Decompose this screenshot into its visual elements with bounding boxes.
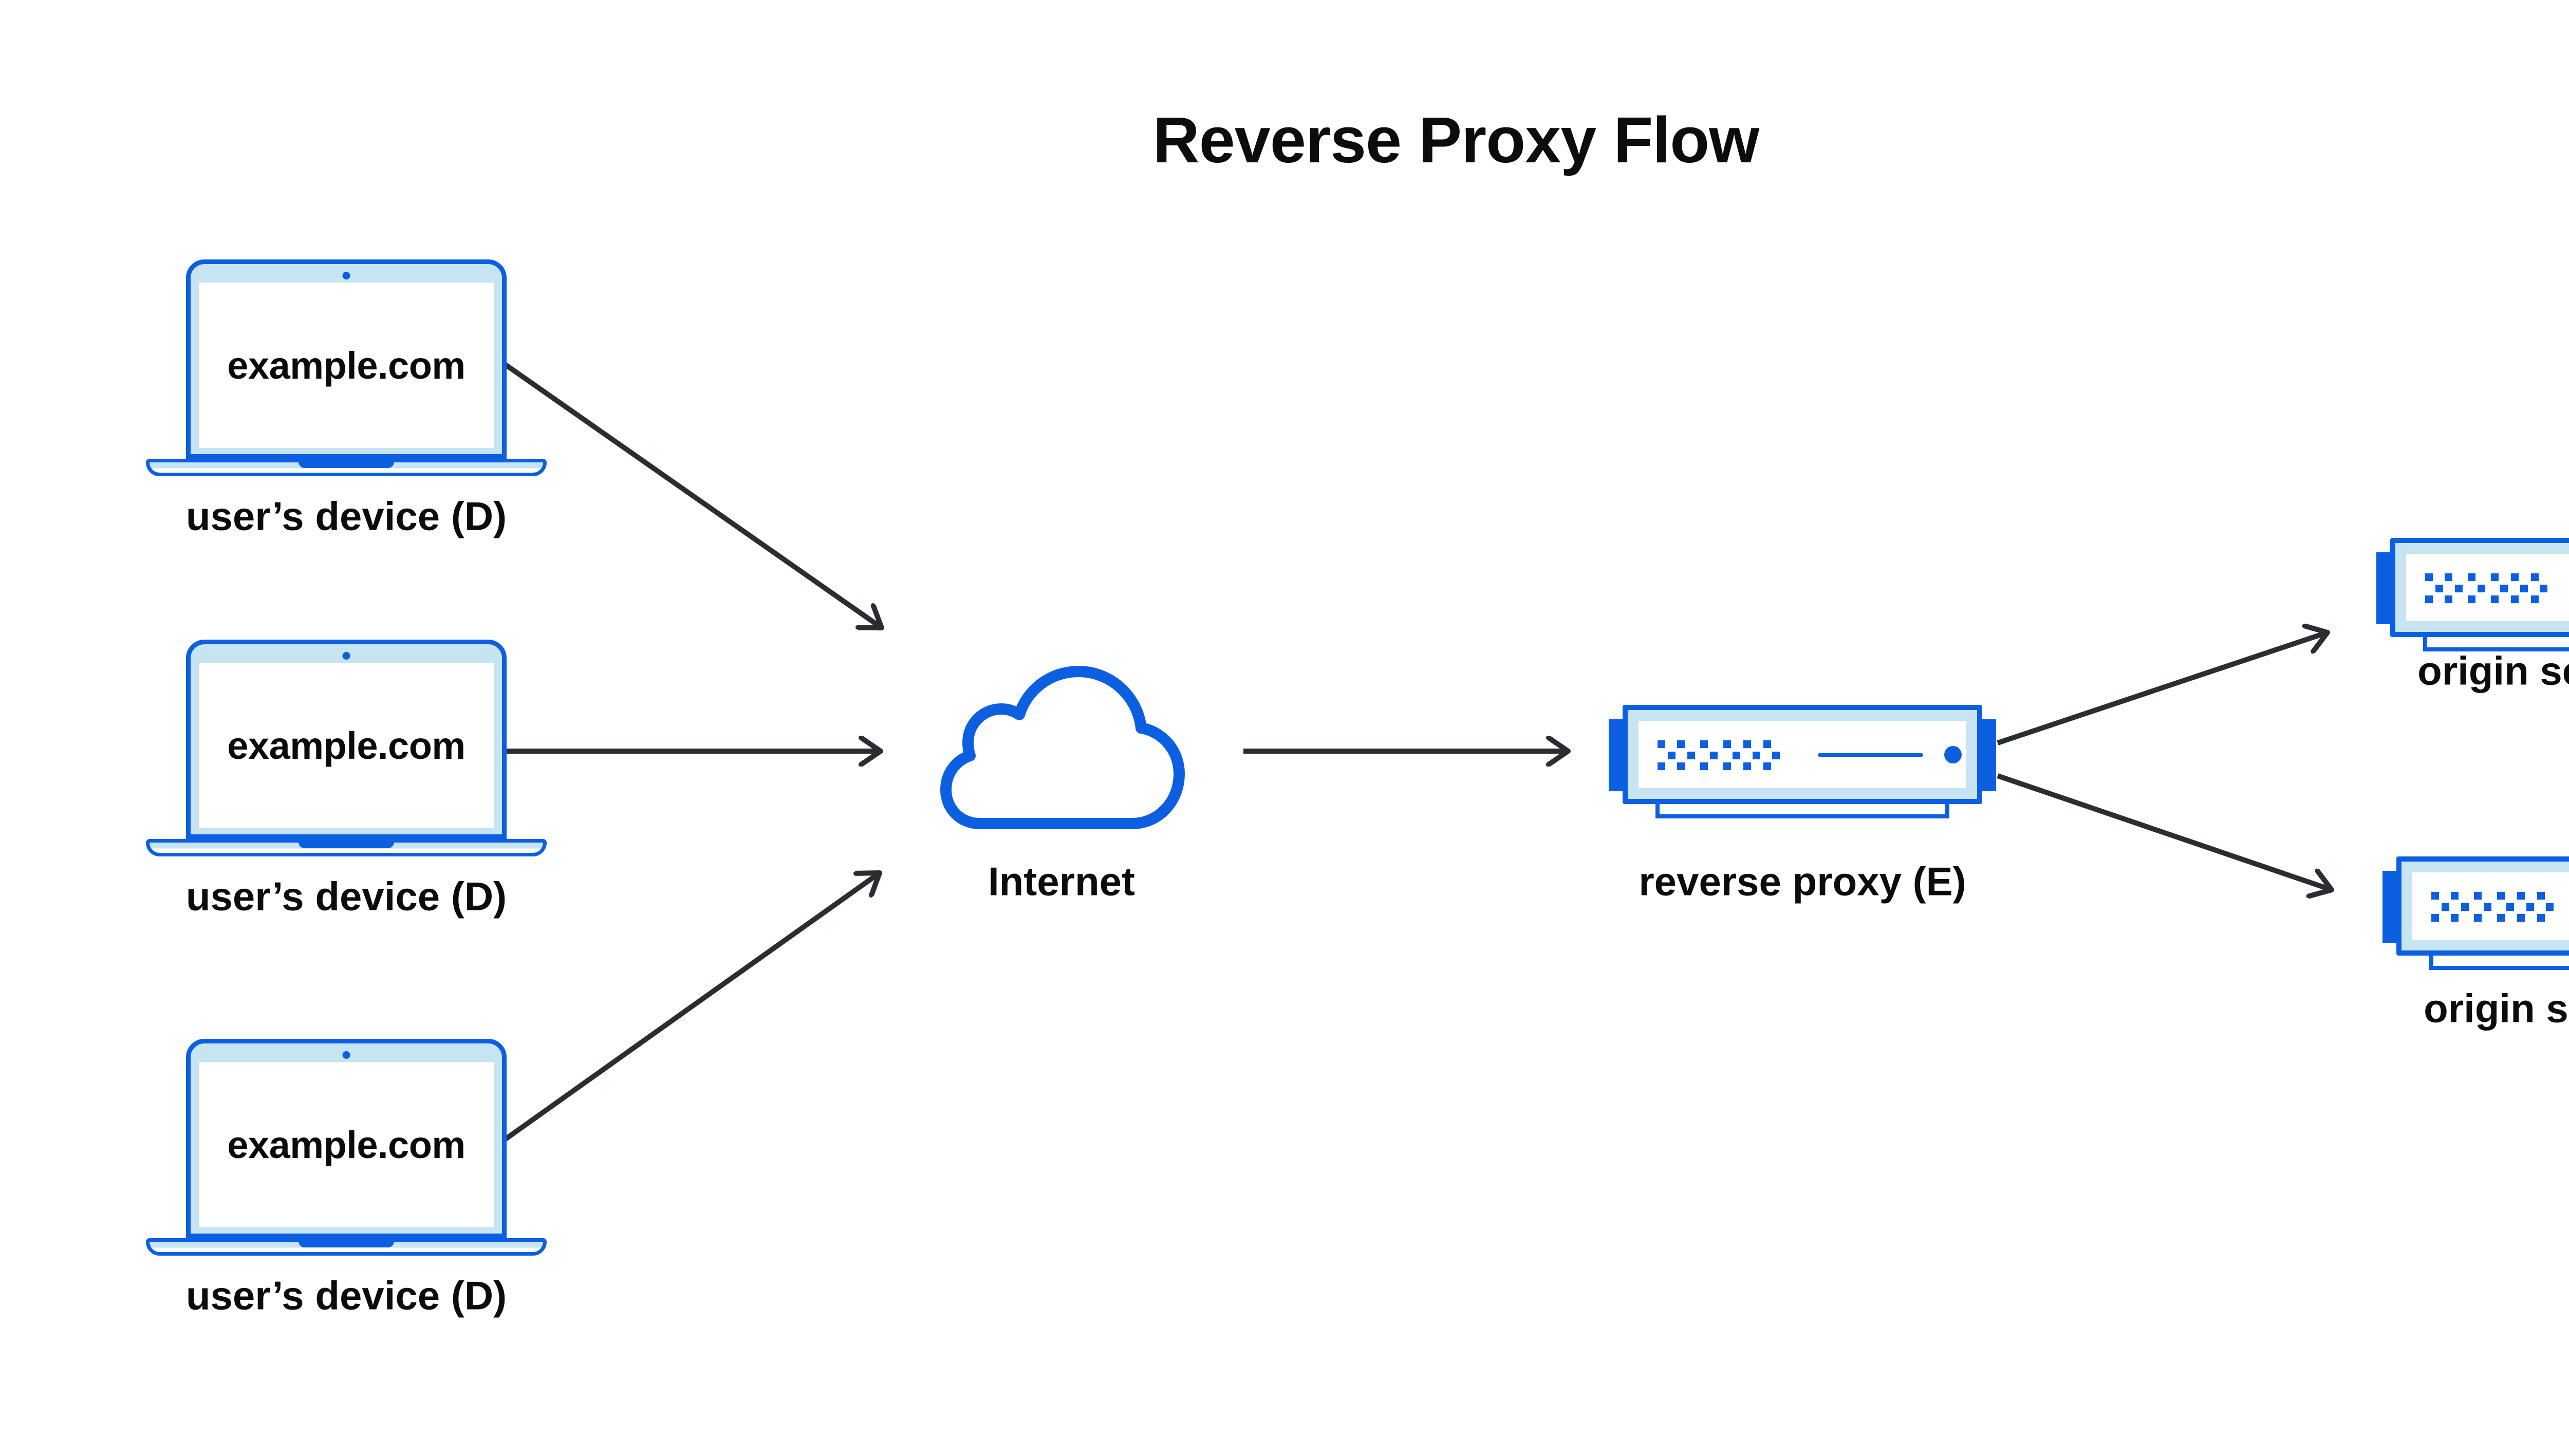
laptop-base xyxy=(146,1238,547,1256)
laptop-display-area: example.com xyxy=(199,283,494,448)
laptop-hinge-notch xyxy=(299,1241,394,1247)
laptop-hinge-notch xyxy=(299,462,394,468)
laptop-hinge-notch xyxy=(299,842,394,848)
server-body xyxy=(1623,705,1982,804)
reverse-proxy-label: reverse proxy (E) xyxy=(1639,858,1966,904)
laptop-base xyxy=(146,839,547,856)
server-slot-line xyxy=(1818,753,1923,757)
server-right-tab xyxy=(1982,719,1996,791)
server-base-tray xyxy=(1655,804,1949,818)
server-vents-icon xyxy=(1658,740,1665,748)
device-label: user’s device (D) xyxy=(185,873,507,919)
laptop-screen: example.com xyxy=(186,1039,507,1238)
reverse-proxy-server: reverse proxy (E) xyxy=(1609,705,1996,904)
server-led-icon xyxy=(1944,746,1962,763)
server-vents-icon xyxy=(2431,892,2439,900)
laptop-screen: example.com xyxy=(186,259,507,459)
screen-url-text: example.com xyxy=(227,1123,466,1166)
page-title: Reverse Proxy Flow xyxy=(1152,104,1760,176)
origin-server-1: origin server (F) xyxy=(2376,538,2569,694)
laptop-base xyxy=(146,459,547,476)
arrow-device3-to-internet xyxy=(504,873,880,1142)
server-left-tab xyxy=(2382,871,2396,943)
server-left-tab xyxy=(2376,552,2390,624)
origin-server-2: origin server (F) xyxy=(2382,856,2569,1031)
internet-cloud-icon xyxy=(940,666,1185,829)
internet-label: Internet xyxy=(988,858,1135,904)
camera-dot-icon xyxy=(342,652,350,660)
arrow-proxy-to-origin2 xyxy=(1997,773,2332,890)
origin-server-label: origin server (F) xyxy=(2417,648,2569,694)
arrow-proxy-to-origin1 xyxy=(1997,632,2328,745)
arrow-device1-to-internet xyxy=(504,362,882,628)
screen-url-text: example.com xyxy=(227,344,466,387)
server-front-panel xyxy=(2406,554,2569,621)
server-front-panel xyxy=(2412,872,2569,940)
laptop-screen: example.com xyxy=(186,640,507,839)
origin-server-label: origin server (F) xyxy=(2424,985,2569,1031)
device-label: user’s device (D) xyxy=(185,1273,507,1318)
device-label: user’s device (D) xyxy=(185,493,507,539)
camera-dot-icon xyxy=(342,272,350,279)
server-body xyxy=(2390,538,2569,637)
screen-url-text: example.com xyxy=(227,724,466,767)
laptop-display-area: example.com xyxy=(199,663,494,828)
server-base-tray xyxy=(2429,956,2569,970)
server-left-tab xyxy=(1609,719,1623,791)
server-base-tray xyxy=(2423,637,2569,651)
server-vents-icon xyxy=(2425,573,2433,581)
server-body xyxy=(2396,856,2569,956)
camera-dot-icon xyxy=(342,1051,350,1059)
laptop-display-area: example.com xyxy=(199,1062,494,1227)
